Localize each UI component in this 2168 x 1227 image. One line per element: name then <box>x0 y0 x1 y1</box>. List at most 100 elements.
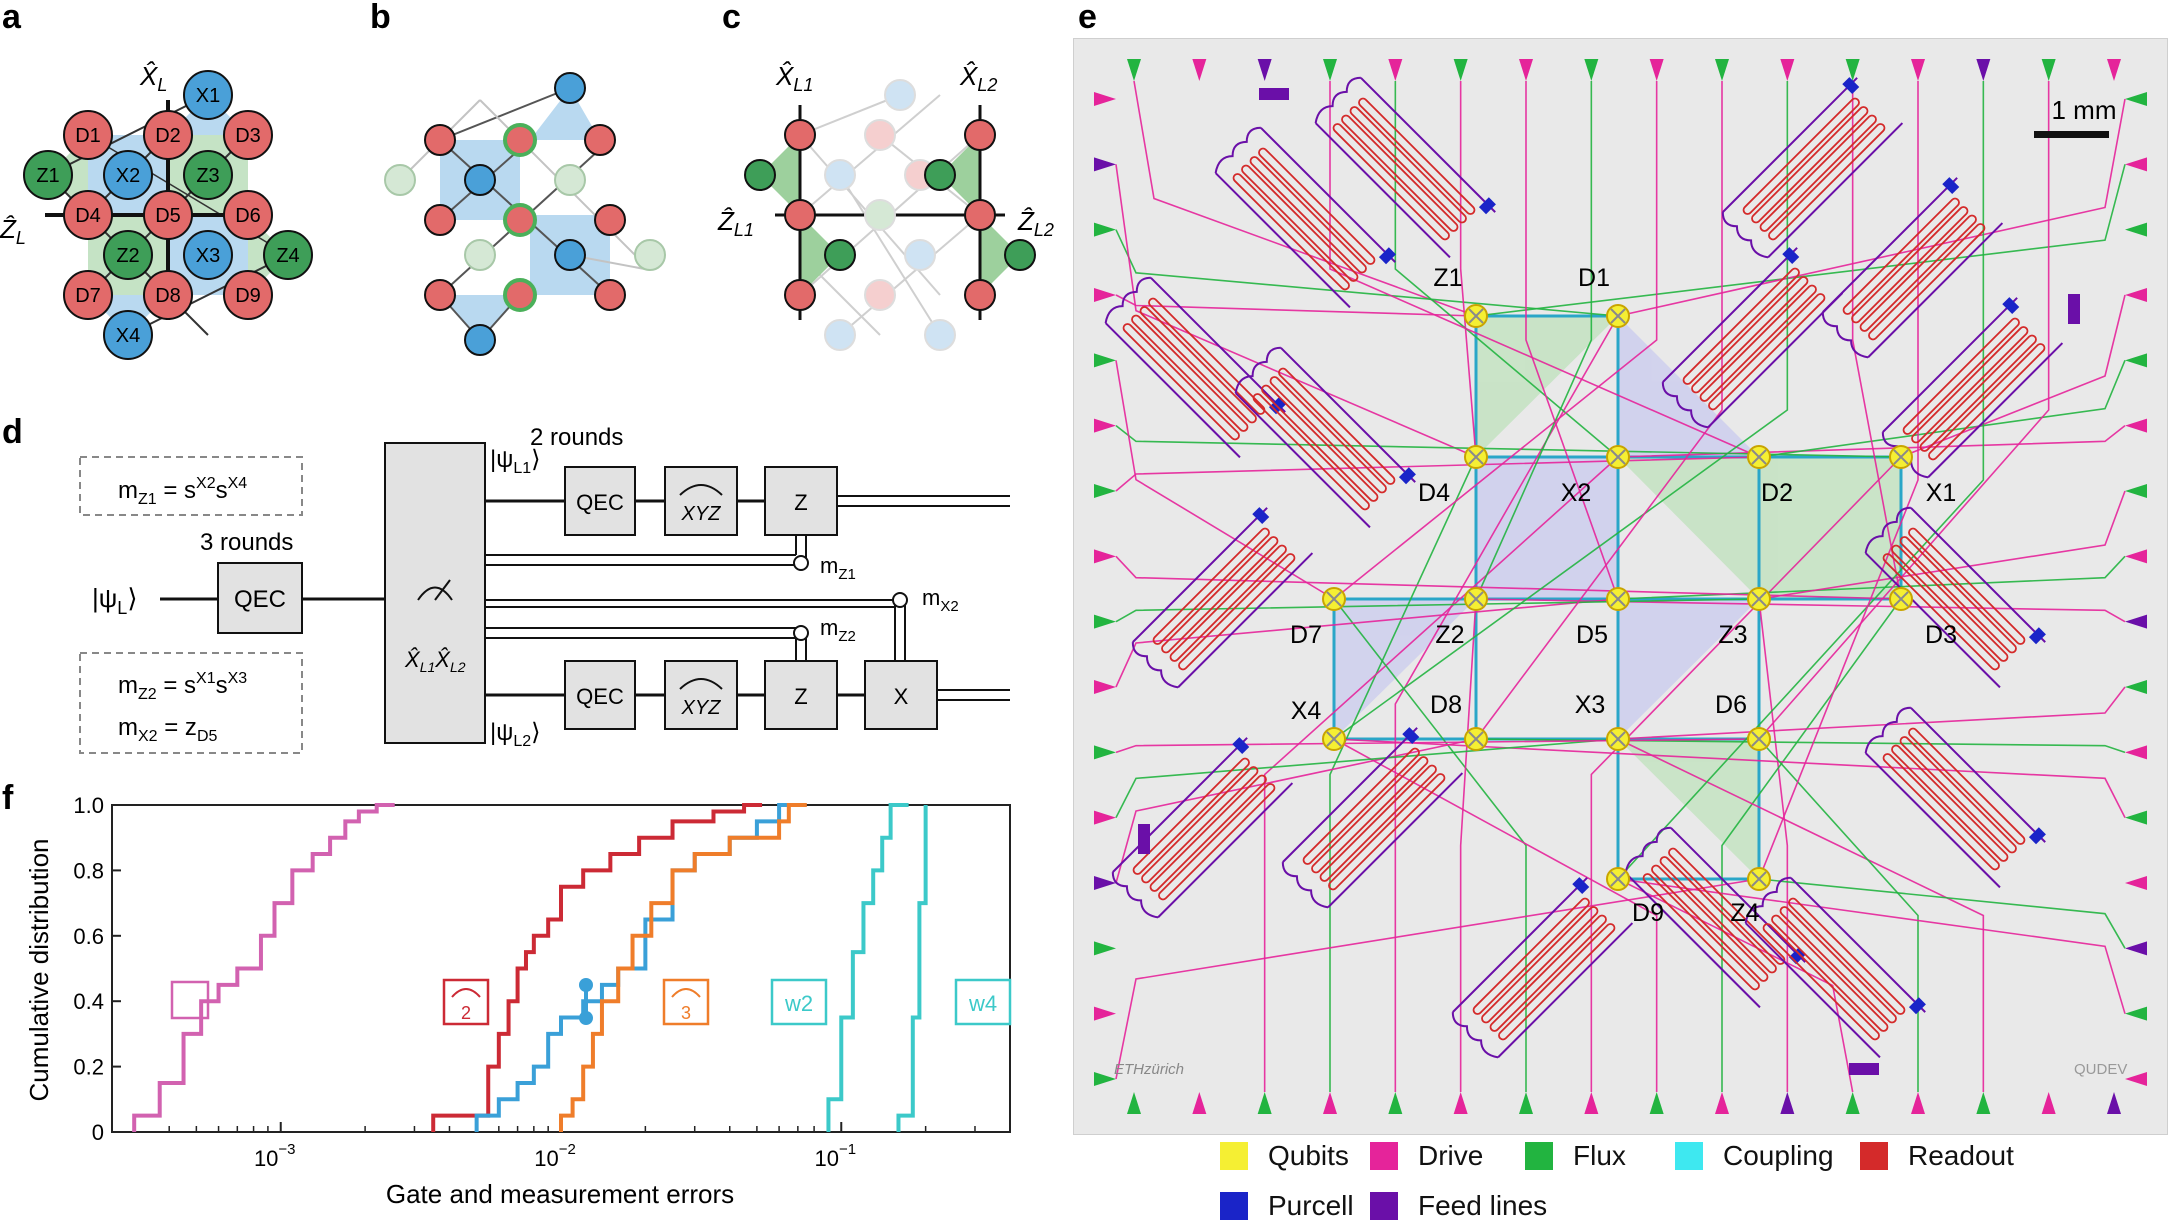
qubit-circle <box>824 319 856 351</box>
control-line <box>1758 360 2126 458</box>
purcell-meander <box>1281 862 1329 909</box>
x-plaquette <box>530 88 600 140</box>
x-axis-label: Gate and measurement errors <box>386 1179 734 1209</box>
purcell-meander <box>1624 826 1671 874</box>
bond-pad <box>2041 59 2056 81</box>
z-plaquette <box>760 135 800 215</box>
chip-qubit-d8: D8 <box>1430 691 1488 751</box>
rounds-3-label: 3 rounds <box>200 529 293 556</box>
resonator-meander <box>1708 293 1826 411</box>
purcell-meander <box>1864 706 1911 754</box>
chip-qubit-z3: Z3 <box>1718 587 1771 649</box>
qubit-cross <box>1326 591 1342 607</box>
qec-box-input-label: QEC <box>234 586 286 613</box>
qubit-z4: Z4 <box>263 230 313 280</box>
control-line <box>1333 81 1658 600</box>
panel-c-qubits <box>744 79 1036 351</box>
panel-e-label-svg: e <box>1078 0 1097 36</box>
bond-pad <box>1911 59 1925 81</box>
bond-pad <box>1094 941 1116 956</box>
chip-qubit-label: D6 <box>1715 691 1747 719</box>
qubit-cross <box>1751 591 1767 607</box>
bond-pad <box>1976 59 1991 81</box>
resonator-meander <box>1249 156 1367 274</box>
chip-qubit-d5: D5 <box>1576 587 1630 649</box>
purcell-feedline <box>1722 77 1904 259</box>
x-tick-label: 10−2 <box>534 1141 576 1171</box>
control-line <box>1115 456 1760 492</box>
purcell-filter <box>1398 467 1416 485</box>
control-line <box>1459 598 1477 1092</box>
chip-qubit-z4: Z4 <box>1730 867 1771 927</box>
resonator-meander <box>1139 306 1257 424</box>
resonator-meander <box>1659 856 1777 974</box>
qubit-circle <box>464 324 496 356</box>
readout-resonator <box>1314 76 1496 259</box>
bond-pad <box>1127 1092 1141 1114</box>
control-line <box>1475 81 1593 600</box>
scale-bar-label: 1 mm <box>2052 95 2117 125</box>
purcell-meander <box>1214 126 1261 174</box>
qubit-circle <box>424 279 456 311</box>
qubit-node <box>784 119 816 151</box>
xyz-box-bottom-label: XYZ <box>681 697 722 719</box>
control-line <box>1758 738 1919 1092</box>
chip-qubit-d6: D6 <box>1715 691 1771 751</box>
three-state-readout-icon <box>662 978 710 1026</box>
control-line <box>1115 360 1335 600</box>
readout-resonator <box>1281 727 1464 909</box>
legend-item-flux: Flux <box>1525 1140 1626 1172</box>
purcell-filter <box>1252 507 1270 525</box>
bond-pad <box>1649 59 1664 81</box>
control-line <box>1333 738 2126 819</box>
qubit-node <box>904 239 936 271</box>
chip-lines <box>1094 59 2147 1114</box>
qubit-circle <box>554 72 586 104</box>
qubit-circle <box>594 204 626 236</box>
qubit-circle <box>594 279 626 311</box>
qubit-circle <box>143 270 193 320</box>
control-line <box>1133 80 1477 317</box>
readout-resonator <box>1744 876 1926 1059</box>
resonator-meander <box>1842 197 1960 315</box>
qubit-label: D7 <box>75 285 101 307</box>
resonator-meander <box>1902 317 2020 435</box>
purcell-filter <box>1402 727 1420 745</box>
qubit-label: D4 <box>75 205 101 227</box>
resonator-meander <box>1349 106 1467 224</box>
qubit-circle <box>424 204 456 236</box>
readout-resonator <box>1624 826 1806 1009</box>
legend-item-drive: Drive <box>1370 1140 1483 1172</box>
purcell-filter <box>1842 77 1860 95</box>
qudev-logo: QUDEV <box>2074 1061 2127 1078</box>
legend-swatch <box>1370 1142 1398 1170</box>
qubit-circle <box>554 164 586 196</box>
mz1-label: mZ1 <box>820 553 856 583</box>
control-line <box>1758 490 2126 600</box>
qubit-node <box>924 319 956 351</box>
qubit-node <box>964 199 996 231</box>
bond-pad <box>1094 745 1116 760</box>
bond-pad <box>2125 288 2147 302</box>
panel-e-label: e <box>1078 0 1097 36</box>
control-line <box>1758 598 1789 1092</box>
qubit-circle <box>864 119 896 151</box>
y-tick-label: 0.2 <box>73 1055 104 1080</box>
resonator-meander <box>1278 367 1396 485</box>
chip-qubit-label: D8 <box>1430 691 1462 719</box>
bond-pad <box>1976 1092 1991 1114</box>
bond-pad <box>1127 59 1141 81</box>
annotation-3: 3 <box>681 1003 691 1023</box>
z-plaquette <box>1618 457 1759 599</box>
resonator-meander <box>1851 206 1969 324</box>
qubit-circle <box>864 199 896 231</box>
chip-qubit-z1: Z1 <box>1433 264 1488 328</box>
qubit-circle <box>824 159 856 191</box>
qec-box-top-label: QEC <box>576 490 624 515</box>
control-line <box>1900 294 2126 458</box>
qubit-cross <box>1610 871 1626 887</box>
xyz-box-bottom <box>664 660 738 730</box>
qubit-circle <box>143 110 193 160</box>
